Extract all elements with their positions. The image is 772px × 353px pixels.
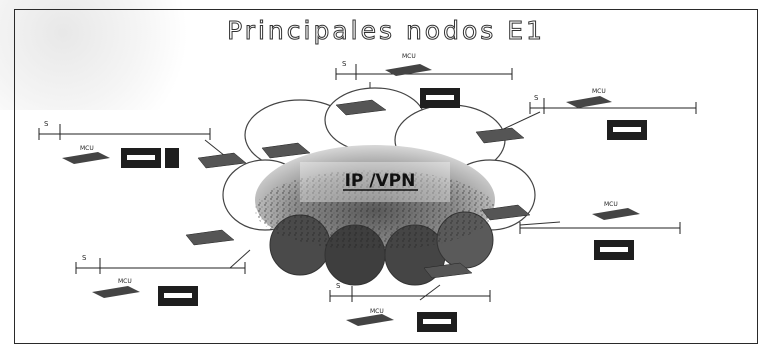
switch-icon — [62, 152, 110, 164]
branch-label: S — [534, 94, 539, 102]
branch-label: S — [44, 120, 49, 128]
video-terminal-icon — [613, 127, 641, 132]
edge-router-icon — [185, 99, 531, 279]
branch-label: S — [342, 60, 347, 68]
branch-node: MCU — [519, 201, 681, 260]
device-label: MCU — [402, 53, 416, 60]
device-label: MCU — [370, 308, 384, 315]
cloud-label: IP /VPN — [345, 171, 416, 191]
branch-node: S MCU — [329, 282, 491, 332]
video-terminal-icon — [426, 95, 454, 100]
video-terminal-icon — [600, 247, 628, 252]
slide-title: Principales nodos E1 — [227, 16, 545, 46]
video-terminal-icon — [423, 319, 451, 324]
branch-label: S — [336, 282, 341, 290]
slide-frame — [14, 9, 758, 344]
video-terminal-icon — [165, 148, 179, 168]
scan-texture — [0, 0, 210, 110]
branch-label: S — [82, 254, 87, 262]
device-label: MCU — [118, 278, 132, 285]
branch-node: S MCU — [38, 120, 211, 168]
branch-node: S MCU — [75, 254, 246, 306]
switch-icon — [566, 96, 612, 108]
video-terminal-icon — [164, 293, 192, 298]
switch-icon — [385, 64, 432, 76]
video-terminal-icon — [127, 155, 155, 160]
device-label: MCU — [80, 145, 94, 152]
branch-node: S MCU — [529, 88, 697, 140]
device-label: MCU — [592, 88, 606, 95]
switch-icon — [346, 314, 394, 326]
ip-vpn-cloud — [222, 87, 536, 286]
branch-node: S MCU — [335, 53, 513, 108]
switch-icon — [592, 208, 640, 220]
switch-icon — [92, 286, 140, 298]
device-label: MCU — [604, 201, 618, 208]
